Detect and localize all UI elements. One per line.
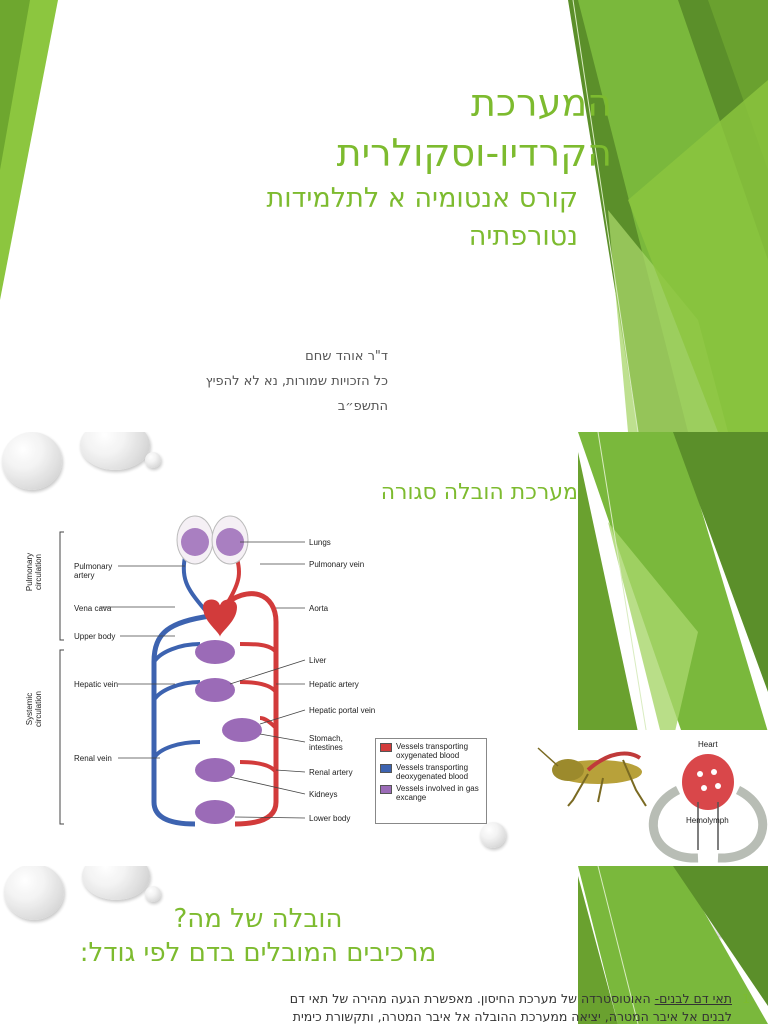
water-drop [80,432,150,470]
pulmonary-circulation-label: Pulmonary circulation [25,552,43,592]
title-line-1: הובלה של מה? [173,904,343,934]
legend-item: Vessels involved in gas excange [380,784,482,802]
title-line-1: המערכת [471,81,612,125]
left-decoration [0,0,58,300]
water-drop [145,452,161,468]
label-stomach-intestines: Stomach, intestines [309,734,343,752]
legend-gas-exchange: Vessels involved in gas excange [396,784,479,802]
label-liver: Liver [309,656,327,665]
insect-circulation-image: Heart Hemolymph [528,730,768,866]
circulation-diagram [59,515,306,827]
label-lungs: Lungs [309,538,331,547]
list-item: 1. תאי דם לבנים- האוטוסטרדה של מערכת החי… [2,990,754,1024]
water-drop [145,886,161,902]
right-decoration [568,0,768,432]
title-line-2: מרכיבים המובלים בדם לפי גודל: [79,938,437,968]
systemic-circulation-label: Systemic circulation [25,691,43,728]
blood-components-slide: הובלה של מה? מרכיבים המובלים בדם לפי גוד… [0,866,768,1024]
item-term: תאי דם לבנים- [654,991,732,1006]
item-text-line-1: האוטוסטרדה של מערכת החיסון. מאפשרת הגעה … [289,991,655,1006]
label-aorta: Aorta [309,604,329,613]
label-hepatic-portal-vein: Hepatic portal vein [309,706,376,715]
grasshopper-illustration [537,747,768,863]
label-hepatic-vein: Hepatic vein [74,680,119,689]
label-renal-vein: Renal vein [74,754,112,763]
subtitle-line-1: קורס אנטומיה א לתלמידות [266,183,578,214]
label-heart: Heart [698,740,718,749]
closed-circulation-slide: מערכת הובלה סגורה [0,432,768,866]
water-drop [4,866,64,920]
water-drop [82,866,150,900]
title-line-2: הקרדיו-וסקולרית [336,131,612,175]
legend-item: Vessels transporting deoxygenated blood [380,763,482,781]
author-name: ד"ר אוהד שחם [305,349,388,364]
legend-deoxygenated: Vessels transporting deoxygenated blood [396,763,469,781]
label-upper-body: Upper body [74,632,116,641]
right-decoration [578,866,768,1024]
label-hemolymph: Hemolymph [686,816,729,825]
title-slide: המערכת הקרדיו-וסקולרית קורס אנטומיה א לת… [0,0,768,432]
diagram-legend: Vessels transporting oxygenated blood Ve… [375,738,487,824]
item-text-line-2: לבנים אל איבר המטרה, יציאה ממערכת ההובלה… [292,1009,732,1024]
label-lower-body: Lower body [309,814,351,823]
slide-title: מערכת הובלה סגורה [380,480,578,505]
label-renal-artery: Renal artery [309,768,353,777]
subtitle-line-2: נטורפתיה [468,221,578,252]
label-hepatic-artery: Hepatic artery [309,680,359,689]
copyright-note: כל הזכויות שמורות, נא לא להפיץ [205,374,388,389]
label-pulmonary-artery: Pulmonary artery [74,562,113,580]
year-label: התשפ״ב [337,399,388,414]
label-pulmonary-vein: Pulmonary vein [309,560,365,569]
legend-item: Vessels transporting oxygenated blood [380,742,482,760]
water-drop [480,822,506,848]
list-number: 1. [742,991,754,1006]
legend-oxygenated: Vessels transporting oxygenated blood [396,742,469,760]
label-kidneys: Kidneys [309,790,338,799]
label-vena-cava: Vena cava [74,604,112,613]
water-drop [2,432,62,490]
